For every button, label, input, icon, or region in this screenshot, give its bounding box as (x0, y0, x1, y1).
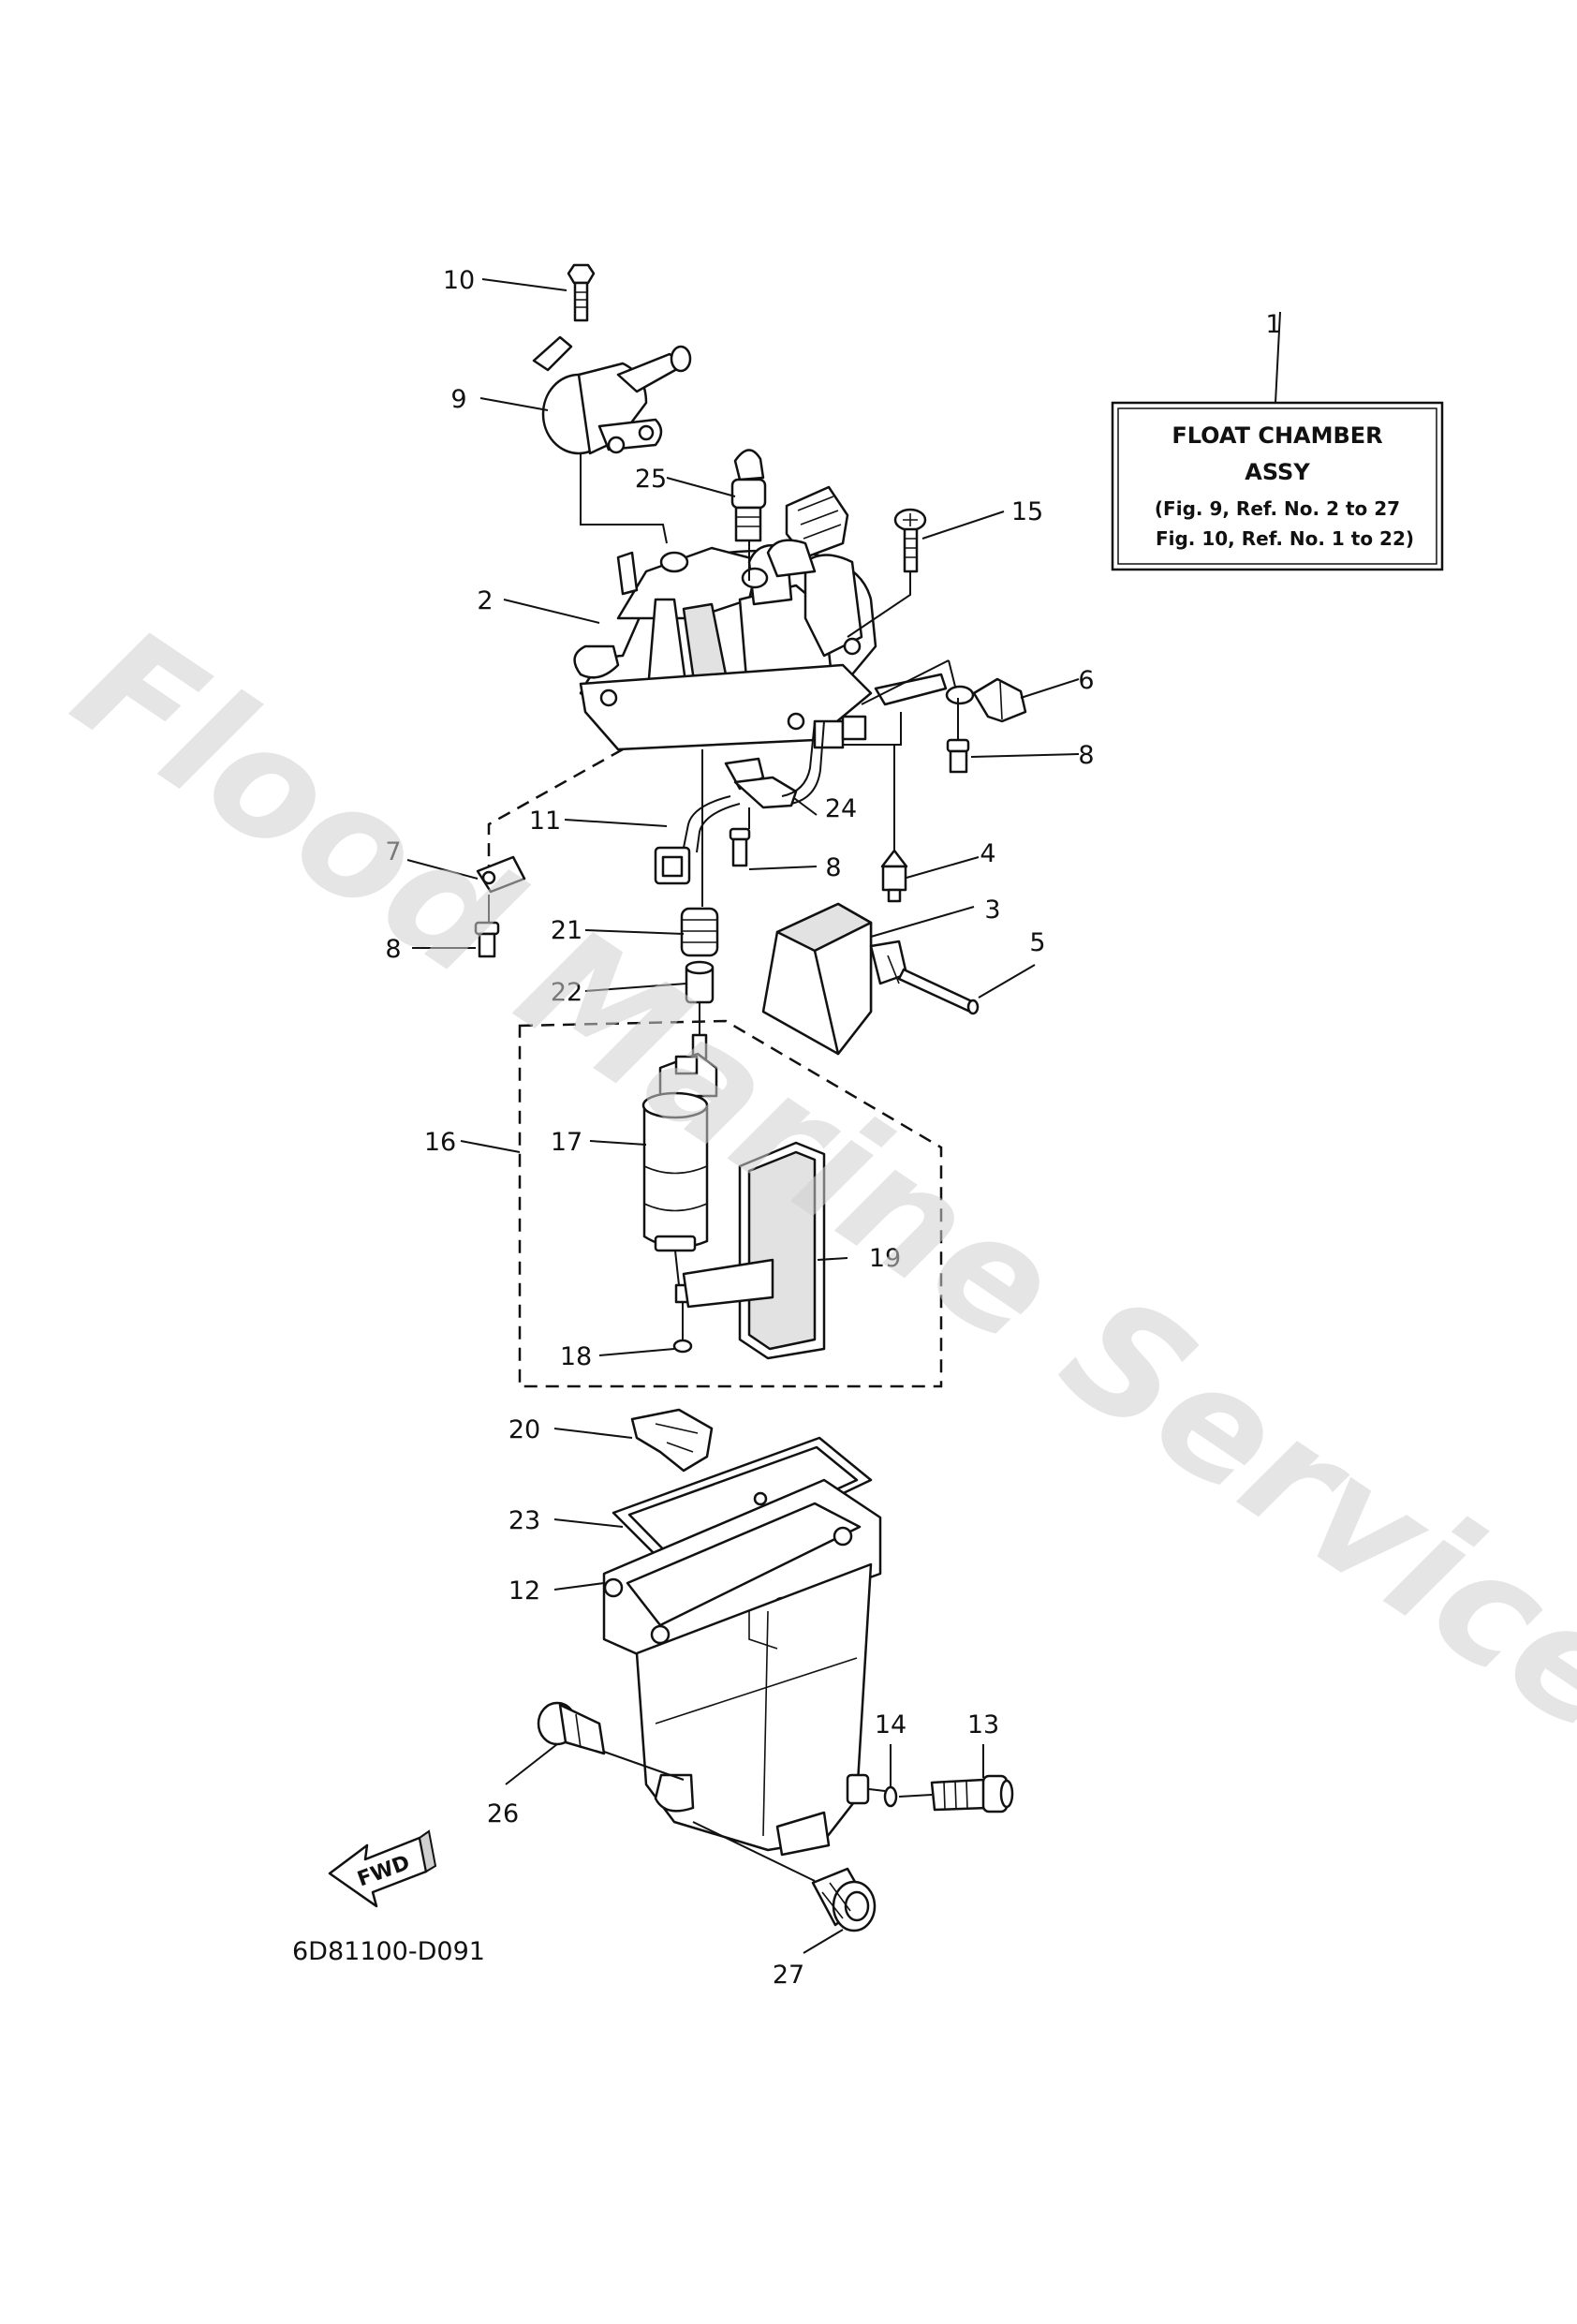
label-15: 15 (1011, 497, 1043, 526)
label-12: 12 (508, 1576, 540, 1606)
label-11: 11 (529, 807, 561, 836)
label-26: 26 (487, 1799, 519, 1828)
label-1: 1 (1265, 310, 1281, 339)
label-8-middle: 8 (825, 853, 841, 882)
label-19: 19 (869, 1244, 901, 1273)
forward-direction-arrow: FWD (328, 1829, 437, 1908)
part-15-screw (893, 508, 927, 573)
part-9-pressure-regulator (532, 335, 692, 455)
label-4: 4 (980, 839, 995, 868)
label-14: 14 (875, 1710, 906, 1739)
part-23-gasket (612, 1436, 873, 1576)
part-2-vapor-separator-body (573, 485, 948, 751)
label-13: 13 (967, 1710, 999, 1739)
part-24-hose (724, 720, 825, 809)
label-22: 22 (551, 978, 582, 1007)
label-24: 24 (825, 794, 857, 823)
part-27-grommet (811, 1867, 877, 1932)
info-box-ref-fig9: (Fig. 9, Ref. No. 2 to 27 (1155, 497, 1400, 520)
label-8-right: 8 (1078, 741, 1094, 770)
leader-lines (406, 278, 1080, 1954)
part-7-bracket (476, 855, 526, 894)
info-box-subtitle: ASSY (1245, 459, 1310, 485)
label-3: 3 (984, 896, 1000, 925)
drawing-code: 6D81100-D091 (292, 1937, 485, 1966)
part-16-fuel-pump-assy-outline (518, 1019, 943, 1388)
info-box-ref-fig10: Fig. 10, Ref. No. 1 to 22) (1156, 527, 1414, 550)
part-8-screw-left (474, 921, 500, 958)
part-6-clamp (945, 677, 1027, 723)
label-16: 16 (424, 1128, 456, 1157)
part-11-harness (654, 795, 741, 885)
part-3-float (761, 902, 908, 1056)
part-17-fuel-pump (641, 1033, 718, 1252)
label-25: 25 (635, 465, 667, 494)
part-4-needle-valve (880, 849, 908, 903)
part-8-screw-middle (729, 827, 751, 867)
assembly-info-box: FLOAT CHAMBER ASSY (Fig. 9, Ref. No. 2 t… (1111, 311, 1444, 571)
part-10-bolt (567, 263, 596, 322)
part-13-drain-screw (930, 1774, 1014, 1813)
label-23: 23 (508, 1506, 540, 1535)
part-5-pin (897, 968, 980, 1015)
label-18: 18 (560, 1342, 592, 1371)
label-10: 10 (443, 266, 475, 295)
label-27: 27 (773, 1961, 804, 1990)
label-21: 21 (551, 916, 582, 945)
label-7: 7 (385, 837, 401, 866)
part-8-screw-right (946, 738, 970, 774)
part-26-plug (537, 1701, 606, 1755)
part-25-fitting (730, 449, 767, 542)
part-19-filter (682, 1141, 826, 1360)
callout-labels: 1 2 3 4 5 6 7 8 8 8 9 10 11 12 13 14 15 … (385, 266, 1281, 1990)
label-6: 6 (1078, 666, 1094, 695)
label-8-left: 8 (385, 935, 401, 964)
part-20-clip (630, 1408, 714, 1473)
label-9: 9 (450, 385, 466, 414)
part-21-spring (680, 907, 719, 957)
part-12-float-chamber (602, 1478, 882, 1857)
label-2: 2 (477, 586, 493, 615)
label-17: 17 (551, 1128, 582, 1157)
part-14-o-ring-small (883, 1785, 898, 1808)
label-5: 5 (1029, 928, 1045, 957)
info-box-title: FLOAT CHAMBER (1172, 422, 1382, 449)
label-20: 20 (508, 1415, 540, 1444)
